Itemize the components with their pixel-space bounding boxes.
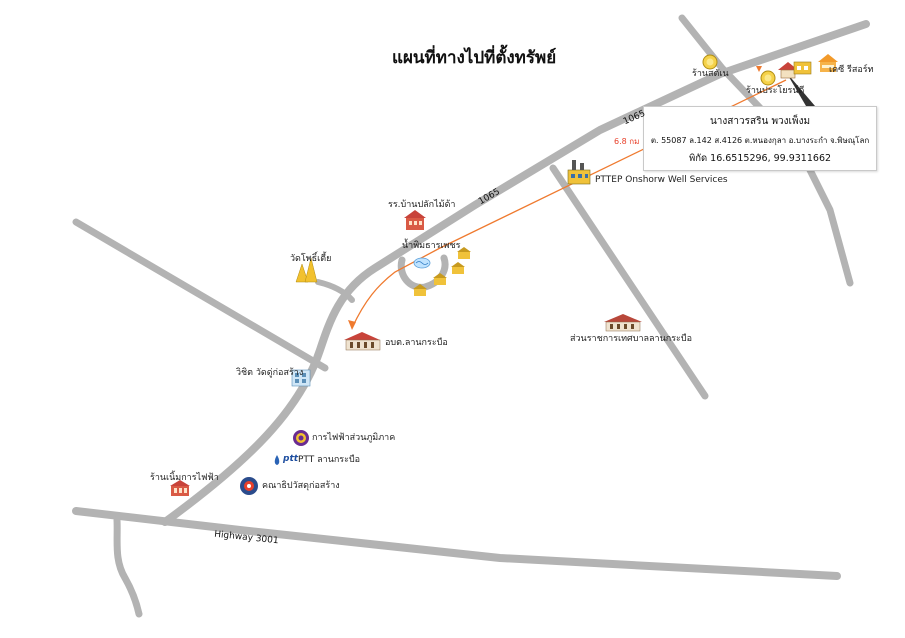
school-icon [404, 210, 426, 230]
place-label-clinic: วิชิต วัดดู่ก่อสร้าง [236, 368, 304, 378]
road-1065 [161, 20, 870, 526]
owner-name: นางสาวรสริน พวงเพ็งม [709, 116, 811, 127]
restaurant-icon [702, 54, 718, 70]
place-label-school: รร.บ้านปลักไม้ด้า [388, 200, 456, 210]
place-label-committee: คณาธิปวัสดุก่อสร้าง [262, 481, 340, 491]
route-start-marker [756, 66, 762, 72]
distance-label: 6.8 กม [614, 137, 640, 146]
pea-logo-icon [293, 430, 309, 446]
place-label-shop-electric: ร้านเนิ้มการไฟฟ้า [150, 473, 219, 483]
house-icon [457, 247, 471, 259]
sao-building-icon [344, 332, 381, 351]
property-address: ต. 55087 ล.142 ส.4126 ต.หนองกุลา อ.บางระ… [650, 136, 870, 145]
road-south-branch [549, 164, 709, 400]
house-icon [433, 273, 447, 285]
place-label-municipal: ส่วนราชการเทศบาลลานกระบือ [570, 334, 692, 344]
place-label-pttep: PTTEP Onshorw Well Services [595, 175, 728, 185]
pttep-factory-icon [567, 160, 591, 185]
road-southwest-branch [113, 516, 143, 618]
place-label-sao: อบต.ลานกระบือ [385, 338, 448, 348]
place-label-temple: วัดโพธิ์เตี้ย [290, 254, 332, 264]
road-temple-spur [315, 279, 355, 303]
place-label-pond: น้ำพิมธารเพชร [402, 241, 461, 251]
place-label-resort: เคซี รีสอร์ท [829, 65, 874, 75]
destination-info-box: นางสาวรสริน พวงเพ็งม ต. 55087 ล.142 ส.41… [643, 106, 877, 171]
temple-icon [295, 257, 318, 283]
house-icon [451, 262, 465, 274]
municipal-building-icon [604, 314, 642, 332]
info-pointer [786, 72, 815, 106]
house-icon [793, 61, 812, 75]
gear-logo-icon [240, 477, 258, 495]
resort-icon [818, 54, 838, 72]
road-west-branch [72, 218, 329, 372]
house-icon [413, 284, 427, 296]
place-label-ptt: PTT ลานกระบือ [298, 455, 361, 465]
restaurant-icon [760, 70, 776, 86]
place-label-shop-price: ร้านประโยรน์ดี [746, 86, 805, 96]
route-arrow-icon [348, 320, 356, 330]
electric-shop-icon [170, 480, 190, 496]
route-line [351, 79, 787, 329]
place-label-shop-top: ร้านสตัเน [692, 69, 729, 79]
place-label-pea: การไฟฟ้าส่วนภูมิภาค [312, 433, 396, 443]
road-pond-loop [397, 254, 449, 291]
ptt-brand-label: ptt [283, 454, 299, 464]
store-building-icon [291, 369, 311, 387]
ptt-drop-icon [274, 455, 280, 465]
road-highway-3001 [72, 507, 841, 580]
property-coordinates: พิกัด 16.6515296, 99.9311662 [688, 153, 832, 164]
map-title: แผนที่ทางไปที่ตั้งทรัพย์ [392, 48, 557, 68]
pond-icon [413, 257, 431, 269]
